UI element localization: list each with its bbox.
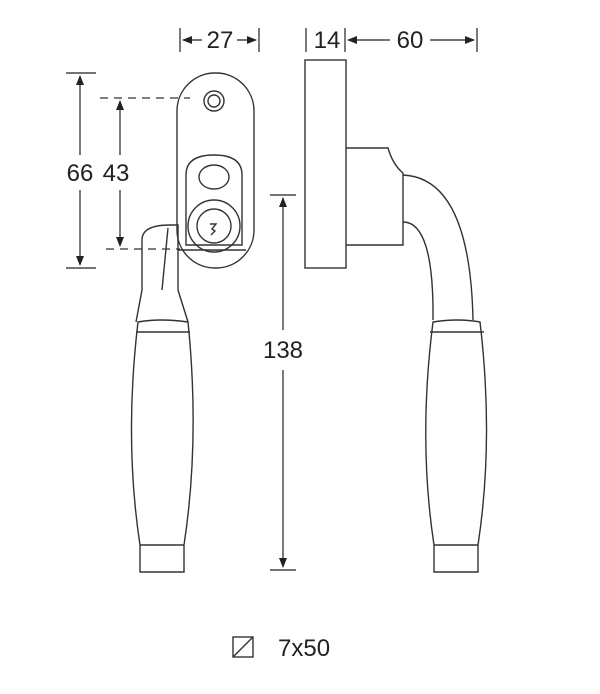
grip-side (425, 319, 488, 573)
square-spindle-icon (232, 636, 254, 658)
grip (130, 319, 194, 573)
key-cylinder-icon (196, 208, 232, 244)
dim-hole-spacing: 43 (103, 160, 130, 187)
spindle-label: 7x50 (278, 635, 330, 662)
front-view (130, 72, 255, 573)
rosette (304, 59, 347, 269)
dim-projection: 60 (397, 27, 424, 54)
side-view (304, 59, 488, 573)
dim-rosette-depth: 14 (314, 27, 341, 54)
dim-total-height: 66 (67, 160, 94, 187)
dimension-lines (66, 28, 478, 571)
backplate (176, 72, 255, 269)
base-block (346, 147, 404, 246)
dim-handle-length: 138 (263, 337, 303, 364)
dim-plate-width: 27 (207, 27, 234, 54)
screw-hole-icon (203, 90, 225, 112)
